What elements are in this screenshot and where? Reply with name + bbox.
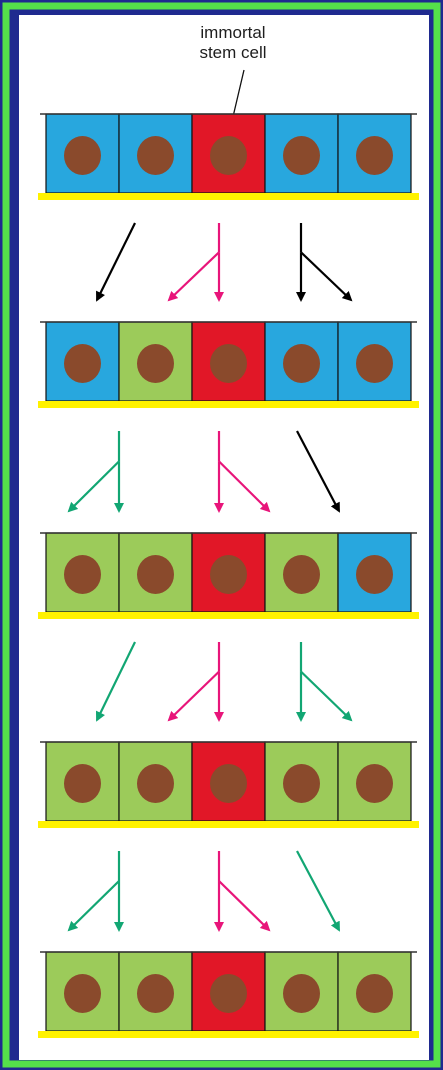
basal-lamina bbox=[38, 612, 419, 619]
nucleus bbox=[356, 974, 393, 1013]
arrow-green-single-right bbox=[296, 850, 340, 932]
nucleus bbox=[283, 974, 320, 1013]
nucleus bbox=[210, 136, 247, 175]
nucleus bbox=[64, 136, 101, 175]
nucleus bbox=[137, 555, 174, 594]
label-line-2: stem cell bbox=[199, 43, 267, 62]
basal-lamina bbox=[38, 193, 419, 200]
label-line-1: immortal bbox=[200, 23, 266, 42]
cell-row-2 bbox=[38, 321, 419, 408]
cell-row-5 bbox=[38, 951, 419, 1038]
basal-lamina bbox=[38, 1031, 419, 1038]
nucleus bbox=[64, 344, 101, 383]
nucleus bbox=[137, 974, 174, 1013]
stem-cell-label: immortal stem cell bbox=[196, 23, 270, 63]
arrow-magenta-split-right-branch bbox=[218, 460, 271, 513]
nucleus bbox=[283, 555, 320, 594]
arrow-black-split-right-branch bbox=[300, 251, 353, 302]
nucleus bbox=[210, 555, 247, 594]
arrow-black-single-left bbox=[96, 222, 136, 302]
nucleus bbox=[137, 764, 174, 803]
nucleus bbox=[210, 974, 247, 1013]
basal-lamina bbox=[38, 821, 419, 828]
nucleus bbox=[356, 764, 393, 803]
nucleus bbox=[64, 555, 101, 594]
stem-cell-callout-line bbox=[231, 69, 245, 122]
arrow-green-split-left-branch bbox=[67, 460, 120, 513]
nucleus bbox=[356, 344, 393, 383]
cell-row-1 bbox=[38, 113, 419, 200]
nucleus bbox=[356, 555, 393, 594]
arrow-magenta-split-right-branch bbox=[218, 880, 271, 932]
nucleus bbox=[356, 136, 393, 175]
arrow-green-split-right-branch bbox=[300, 670, 353, 722]
arrow-magenta-split-left-branch bbox=[167, 670, 220, 722]
basal-lamina bbox=[38, 401, 419, 408]
arrow-green-single-left bbox=[96, 641, 136, 722]
arrow-black-single-right bbox=[296, 430, 340, 513]
cell-row-4 bbox=[38, 741, 419, 828]
arrow-magenta-split-left-branch bbox=[167, 251, 220, 302]
nucleus bbox=[137, 344, 174, 383]
nucleus bbox=[210, 764, 247, 803]
arrow-green-split-left-branch bbox=[67, 880, 120, 932]
nucleus bbox=[64, 764, 101, 803]
nucleus bbox=[137, 136, 174, 175]
cell-row-3 bbox=[38, 532, 419, 619]
nucleus bbox=[210, 344, 247, 383]
nucleus bbox=[283, 344, 320, 383]
nucleus bbox=[283, 136, 320, 175]
nucleus bbox=[64, 974, 101, 1013]
nucleus bbox=[283, 764, 320, 803]
